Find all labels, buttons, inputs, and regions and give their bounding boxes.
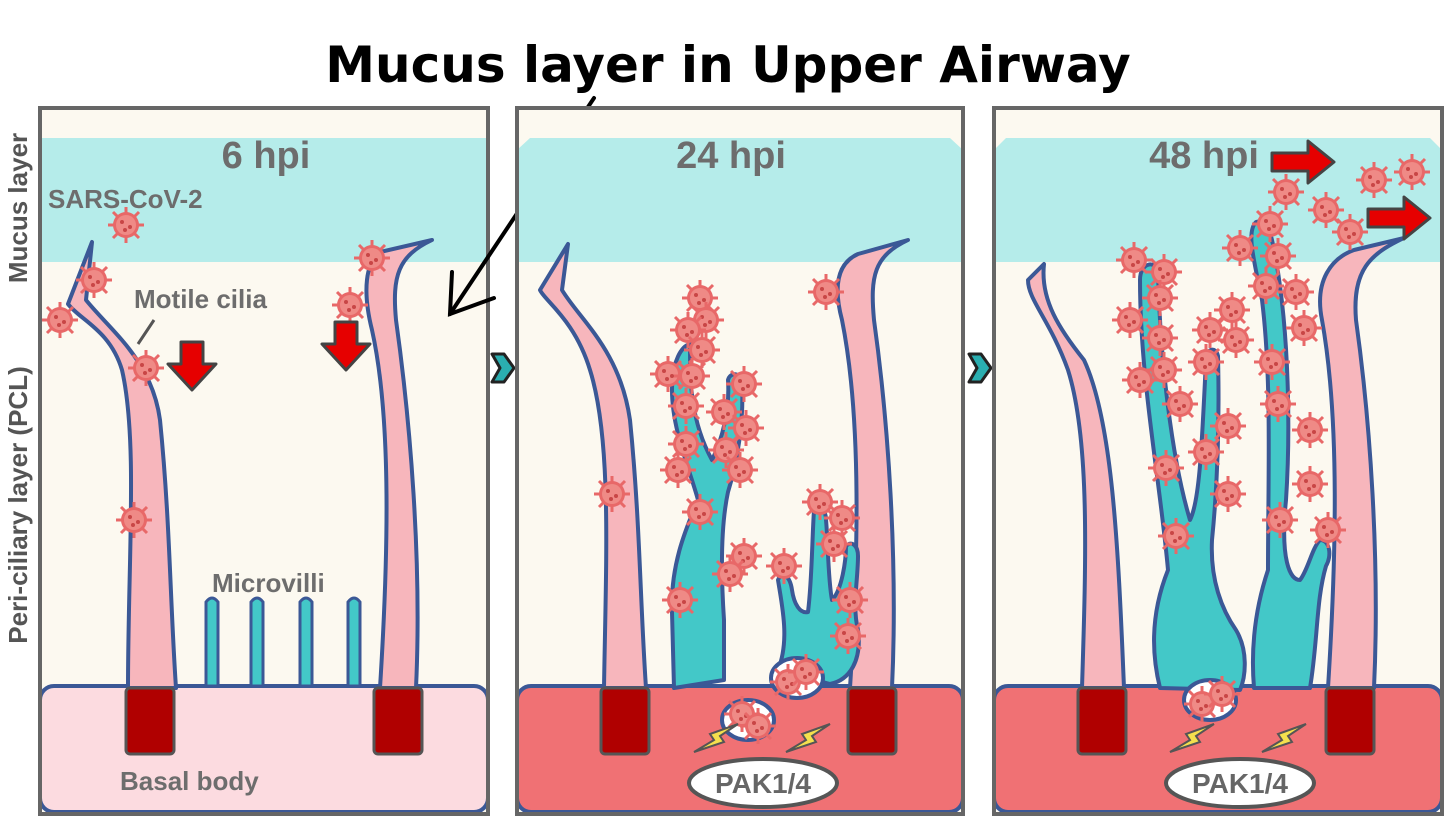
virus-label: SARS-CoV-2: [48, 184, 203, 214]
time-label: 24 hpi: [676, 135, 786, 177]
virus-icon: [592, 474, 632, 514]
microvilli: [204, 596, 362, 688]
virus-icon: [666, 386, 706, 426]
panel-frame: [38, 106, 490, 816]
virus-icon: [1276, 272, 1316, 312]
basal-body: [124, 686, 176, 756]
virus-icon: [806, 272, 846, 312]
virus-icon: [1110, 300, 1150, 340]
pak-label: PAK1/4: [1192, 768, 1288, 799]
virus-icon: [352, 238, 392, 278]
virus-icon: [1284, 308, 1324, 348]
virus-icon: [660, 580, 700, 620]
panel-frame: [992, 106, 1444, 816]
mucus-layer-label: Mucus layer: [3, 133, 33, 283]
panel-frame: [515, 106, 965, 816]
virus-icon: [1308, 510, 1348, 550]
virus-icon: [1140, 278, 1180, 318]
virus-icon: [1220, 228, 1260, 268]
virus-icon: [330, 285, 370, 325]
motile-cilium: [1026, 262, 1126, 690]
basal-body: [1324, 686, 1376, 756]
virus-icon: [1216, 320, 1256, 360]
virus-icon: [710, 554, 750, 594]
virus-icon: [1250, 204, 1290, 244]
virus-icon: [724, 364, 764, 404]
virus-icon: [1290, 464, 1330, 504]
virus-icon: [1252, 342, 1292, 382]
virus-icon: [1260, 500, 1300, 540]
cilia-pointer: [136, 319, 156, 345]
transition-arrow-icon: [967, 352, 993, 384]
basal-body: [846, 686, 898, 756]
virus-icon: [738, 706, 778, 746]
virus-icon: [830, 580, 870, 620]
virus-icon: [786, 652, 826, 692]
virus-icon: [1266, 172, 1306, 212]
pak-label: PAK1/4: [715, 768, 811, 799]
virus-icon: [764, 546, 804, 586]
virus-icon: [1186, 342, 1226, 382]
infected-cilium: [1249, 219, 1332, 690]
virus-icon: [40, 300, 80, 340]
pcl-label: Peri-ciliary layer (PCL): [3, 366, 33, 643]
mucus-region: [994, 138, 1442, 262]
virus-icon: [74, 260, 114, 300]
virus-icon: [1186, 432, 1226, 472]
virus-icon: [1208, 474, 1248, 514]
motile-cilium: [66, 240, 178, 690]
virus-icon: [720, 450, 760, 490]
virus-icon: [1120, 360, 1160, 400]
basal-body: [599, 686, 651, 756]
virus-icon: [1392, 152, 1432, 192]
pak-badge: [687, 757, 839, 809]
virus-icon: [822, 498, 862, 538]
basal-body-label: Basal body: [120, 766, 259, 796]
motile-cilium: [835, 238, 910, 690]
virus-icon: [672, 356, 712, 396]
virus-icon: [114, 500, 154, 540]
motile-cilium: [538, 242, 648, 690]
virus-icon: [1354, 160, 1394, 200]
panel-6hpi: 6 hpi SARS-CoV-2 Motile cilia Microvilli…: [38, 106, 490, 816]
basal-body: [1076, 686, 1128, 756]
panel-48hpi: PAK1/4 48 hpi: [992, 106, 1444, 816]
virus-icon: [126, 348, 166, 388]
time-label: 48 hpi: [1149, 135, 1259, 177]
virus-icon: [1290, 410, 1330, 450]
time-label: 6 hpi: [222, 135, 311, 177]
cilia-label: Motile cilia: [134, 284, 267, 314]
diagram-title: Mucus layer in Upper Airway: [325, 36, 1130, 94]
virus-icon: [1140, 318, 1180, 358]
transition-arrow-icon: [490, 352, 516, 384]
virus-icon: [1330, 212, 1370, 252]
virus-icon: [666, 424, 706, 464]
virus-icon: [682, 330, 722, 370]
virus-icon: [658, 450, 698, 490]
virus-icon: [1146, 448, 1186, 488]
virus-icon: [1190, 310, 1230, 350]
motile-cilium: [364, 238, 434, 690]
virus-icon: [1258, 384, 1298, 424]
microvilli-label: Microvilli: [212, 568, 325, 598]
virus-icon: [1208, 406, 1248, 446]
virus-icon: [1156, 516, 1196, 556]
virus-icon: [1144, 252, 1184, 292]
virus-icon: [1202, 674, 1242, 714]
panel-24hpi: PAK1/4 24 hpi: [515, 106, 965, 816]
virus-icon: [814, 524, 854, 564]
mucus-region: [517, 138, 963, 262]
virus-icon: [1246, 266, 1286, 306]
virus-icon: [828, 616, 868, 656]
basal-body: [372, 686, 424, 756]
pak-badge: [1164, 757, 1316, 809]
virus-icon: [1160, 384, 1200, 424]
virus-icon: [680, 492, 720, 532]
